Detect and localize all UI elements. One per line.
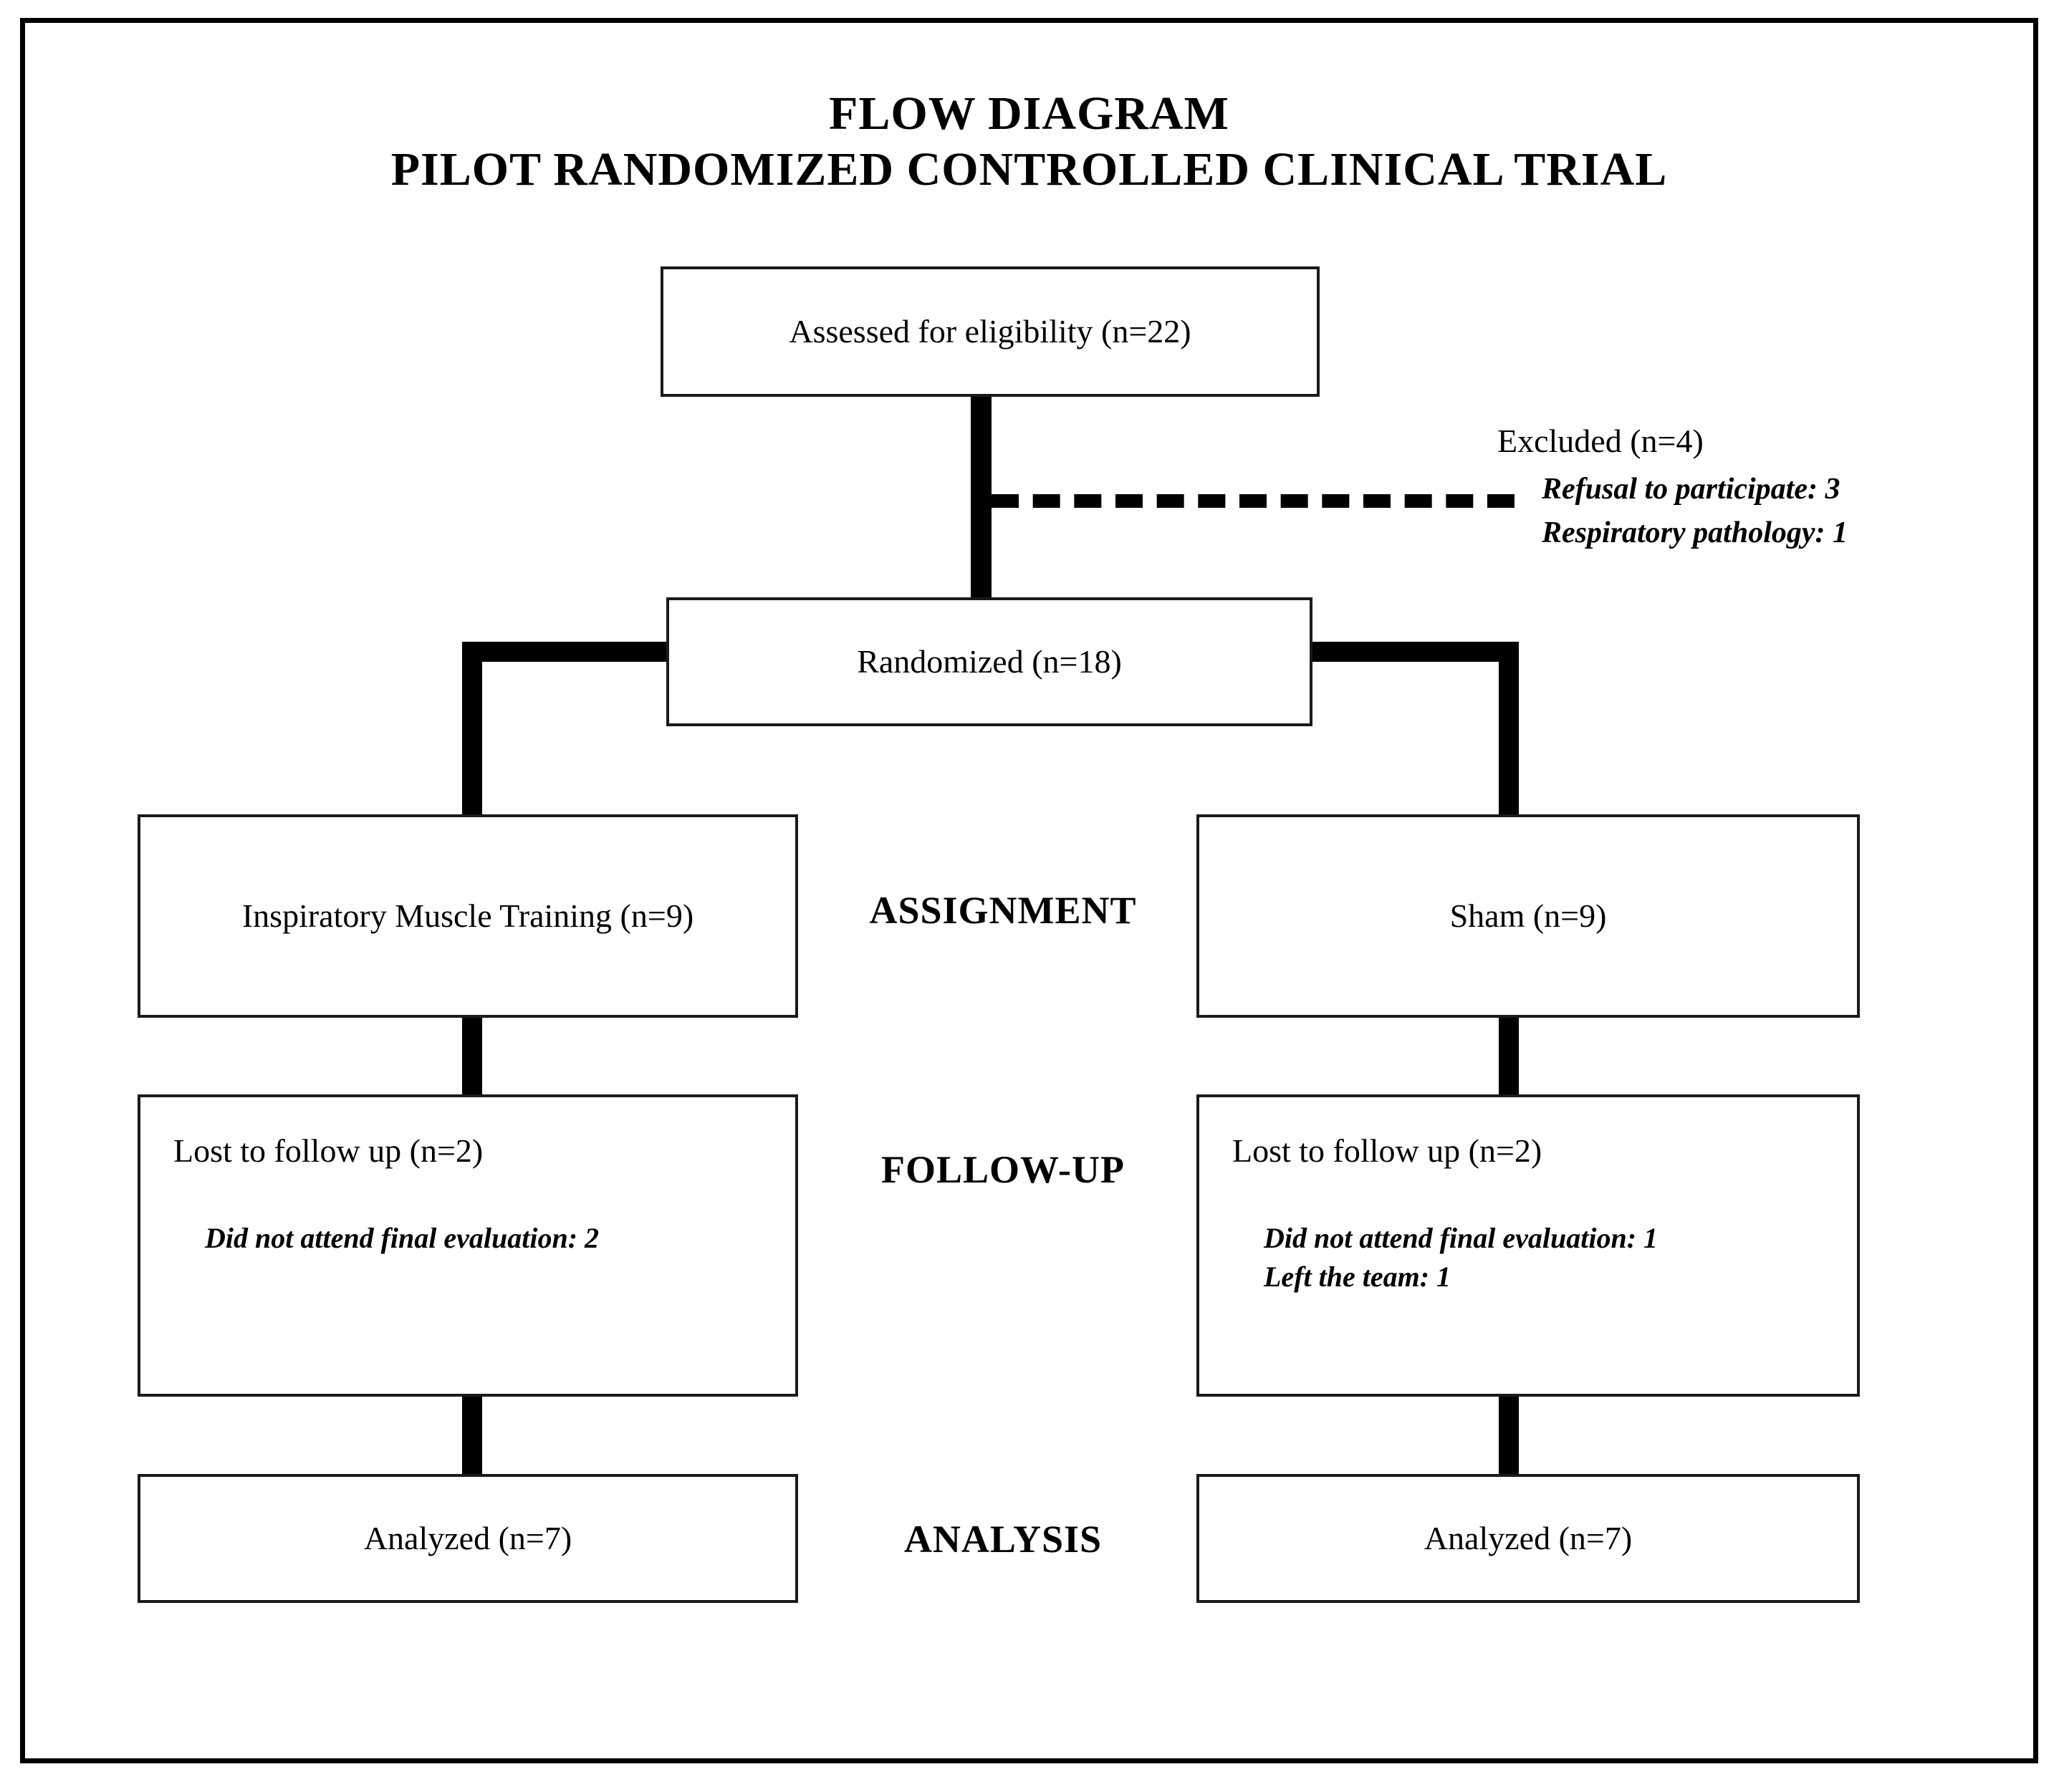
right-arm-followup-heading: Lost to follow up (n=2): [1232, 1132, 1542, 1169]
assessed-for-eligibility-label: Assessed for eligibility (n=22): [789, 313, 1191, 350]
left-arm-followup-heading: Lost to follow up (n=2): [173, 1132, 484, 1169]
right-arm-assignment-label: Sham (n=9): [1449, 897, 1607, 935]
figure-title: FLOW DIAGRAM PILOT RANDOMIZED CONTROLLED…: [20, 86, 2038, 198]
excluded-reason-list: Refusal to participate: 3 Respiratory pa…: [1542, 468, 1848, 555]
right-arm-followup-reason-item: Did not attend final evaluation: 1: [1264, 1221, 1659, 1254]
connector-randomized-left-vertical: [462, 642, 482, 819]
left-arm-analysis-label: Analyzed (n=7): [363, 1520, 572, 1557]
left-arm-assignment-label: Inspiratory Muscle Training (n=9): [241, 897, 694, 935]
left-arm-followup-box[interactable]: Lost to follow up (n=2) Did not attend f…: [138, 1094, 798, 1397]
connector-assessed-to-randomized: [971, 392, 992, 600]
diagram-outer-border: [20, 18, 2038, 1763]
connector-randomized-right-vertical: [1499, 642, 1519, 819]
title-line-secondary: PILOT RANDOMIZED CONTROLLED CLINICAL TRI…: [390, 143, 1668, 196]
excluded-reason-item: Refusal to participate: 3: [1542, 473, 1840, 506]
right-arm-analysis-box[interactable]: Analyzed (n=7): [1196, 1474, 1860, 1603]
right-arm-followup-reason-item: Left the team: 1: [1264, 1260, 1451, 1293]
randomized-label: Randomized (n=18): [857, 643, 1122, 680]
title-line-primary: FLOW DIAGRAM: [829, 87, 1229, 140]
connector-randomized-left-horizontal: [462, 642, 677, 662]
connector-randomized-right-horizontal: [1304, 642, 1519, 662]
left-arm-followup-reason-list: Did not attend final evaluation: 2: [205, 1219, 795, 1258]
connector-right-assignment-to-followup: [1499, 1013, 1519, 1099]
stage-label-follow-up: FOLLOW-UP: [881, 1148, 1125, 1191]
right-arm-analysis-label: Analyzed (n=7): [1424, 1520, 1633, 1557]
connector-excluded-dashed: [992, 494, 1515, 508]
left-arm-followup-reason-item: Did not attend final evaluation: 2: [205, 1221, 600, 1254]
excluded-heading: Excluded (n=4): [1497, 423, 1704, 459]
randomized-box[interactable]: Randomized (n=18): [666, 597, 1312, 726]
right-arm-followup-box[interactable]: Lost to follow up (n=2) Did not attend f…: [1196, 1094, 1860, 1397]
stage-label-assignment: ASSIGNMENT: [869, 889, 1137, 932]
excluded-reason-item: Respiratory pathology: 1: [1542, 516, 1848, 550]
stage-label-analysis: ANALYSIS: [903, 1518, 1103, 1561]
connector-right-followup-to-analysis: [1499, 1392, 1519, 1480]
right-arm-followup-reason-list: Did not attend final evaluation: 1 Left …: [1264, 1219, 1857, 1296]
connector-left-assignment-to-followup: [462, 1013, 482, 1099]
left-arm-assignment-box[interactable]: Inspiratory Muscle Training (n=9): [138, 814, 798, 1018]
right-arm-assignment-box[interactable]: Sham (n=9): [1196, 814, 1860, 1018]
left-arm-analysis-box[interactable]: Analyzed (n=7): [138, 1474, 798, 1603]
assessed-for-eligibility-box[interactable]: Assessed for eligibility (n=22): [661, 266, 1320, 397]
excluded-annotation: Excluded (n=4) Refusal to participate: 3…: [1497, 421, 1848, 555]
connector-left-followup-to-analysis: [462, 1392, 482, 1480]
